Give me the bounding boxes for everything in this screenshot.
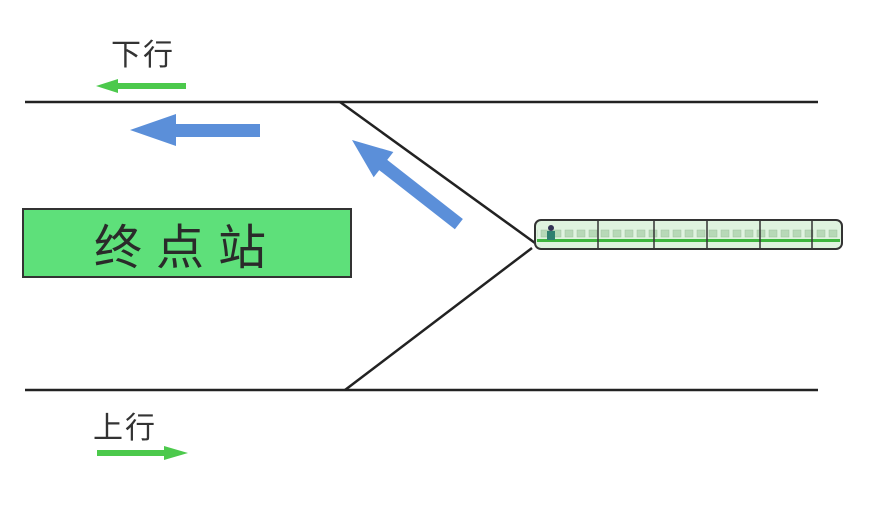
switch-line-upper bbox=[339, 100, 536, 245]
down-direction-label: 下行 bbox=[111, 38, 175, 73]
terminal-station-label: 终点站 bbox=[93, 220, 280, 276]
switch-line-lower bbox=[344, 247, 533, 391]
train-driver-icon bbox=[547, 225, 555, 240]
up-direction-arrow bbox=[97, 446, 188, 460]
terminal-station-box: 终点站 bbox=[22, 208, 352, 278]
down-direction-arrow bbox=[96, 79, 186, 93]
approach-arrow bbox=[352, 140, 463, 230]
departure-arrow bbox=[130, 114, 260, 146]
train bbox=[534, 219, 843, 250]
up-direction-label: 上行 bbox=[93, 411, 157, 446]
